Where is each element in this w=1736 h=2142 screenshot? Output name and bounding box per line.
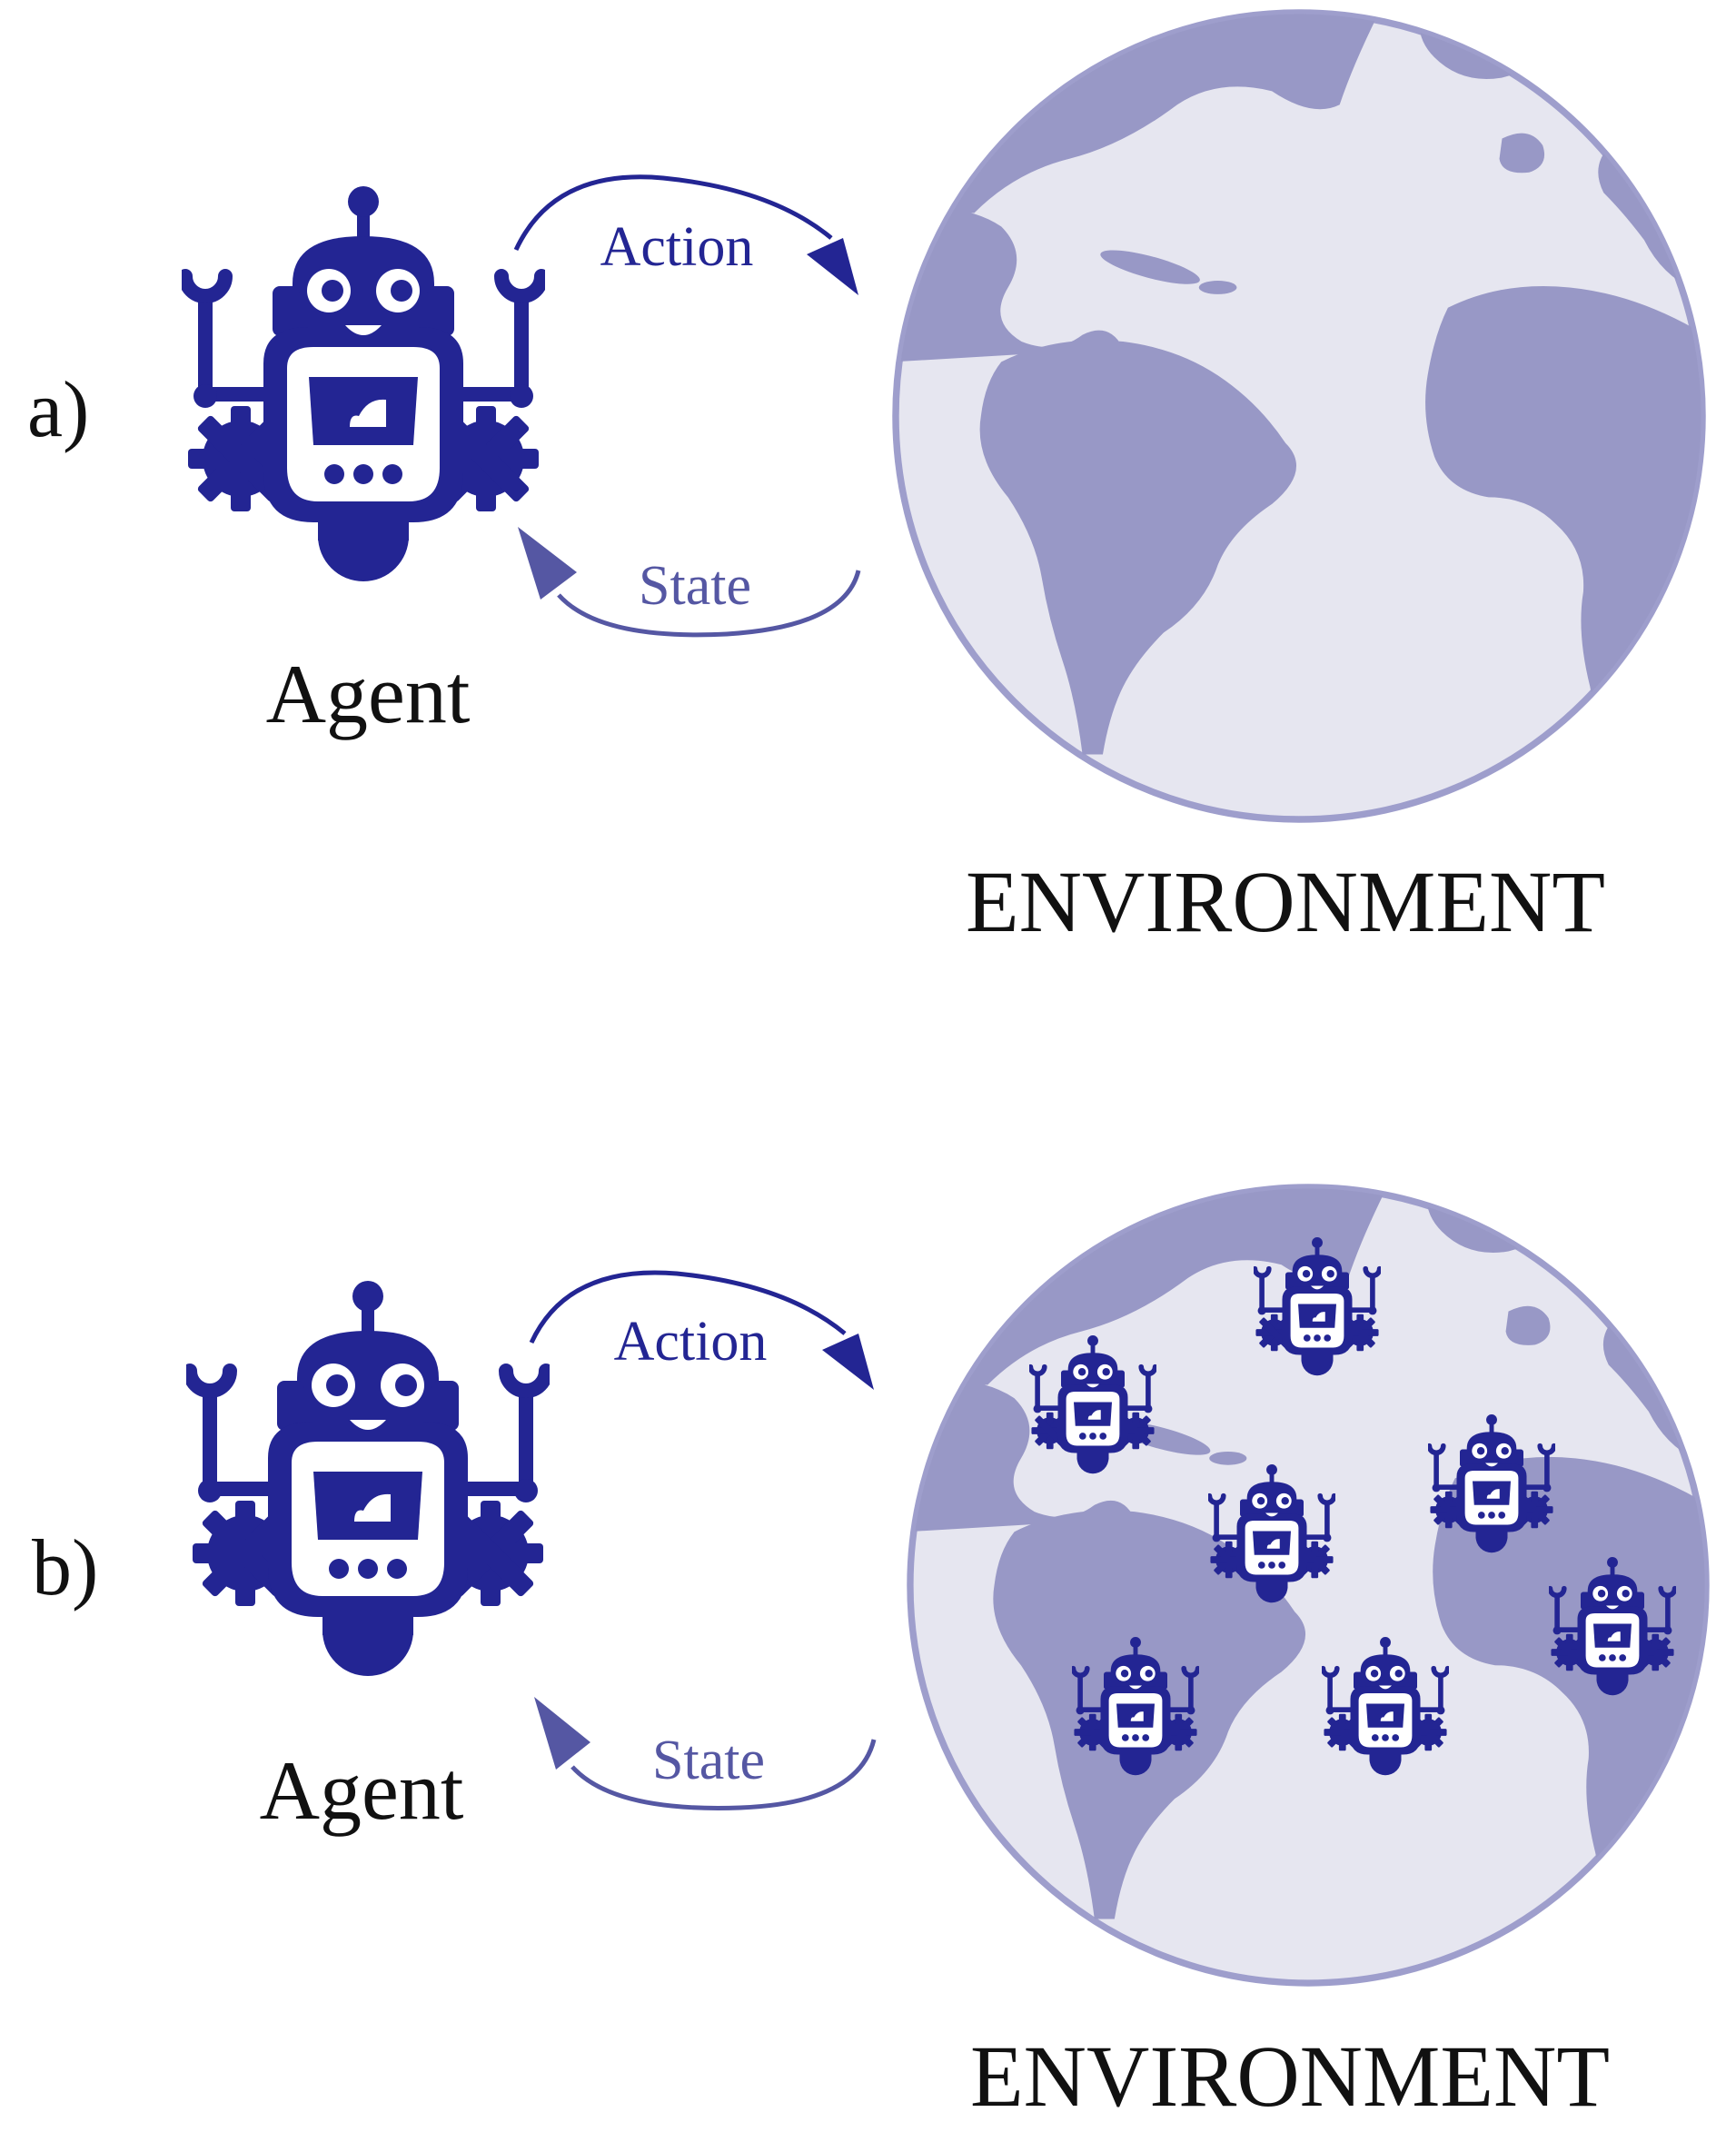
action-label: Action <box>614 1311 768 1373</box>
panel-label: a) <box>27 366 89 454</box>
panel-label: b) <box>32 1524 98 1612</box>
agent-label: Agent <box>260 1744 464 1837</box>
agent-label: Agent <box>266 648 471 740</box>
state-label: State <box>639 555 751 617</box>
state-label: State <box>652 1730 765 1791</box>
state-arrow <box>518 527 861 638</box>
environment-label: ENVIRONMENT <box>970 2028 1610 2125</box>
panel-b: b) Agent Action State <box>32 1184 1710 2125</box>
globe-icon <box>892 9 1706 823</box>
action-arrow <box>513 174 858 295</box>
robot-icon <box>185 186 541 581</box>
panel-a: a) Agent Action State ENVIRONMENT <box>27 9 1706 950</box>
environment-label: ENVIRONMENT <box>966 853 1605 950</box>
action-arrow <box>529 1270 874 1390</box>
robot-icon <box>190 1281 546 1676</box>
action-label: Action <box>600 216 754 278</box>
state-arrow <box>534 1697 877 1810</box>
